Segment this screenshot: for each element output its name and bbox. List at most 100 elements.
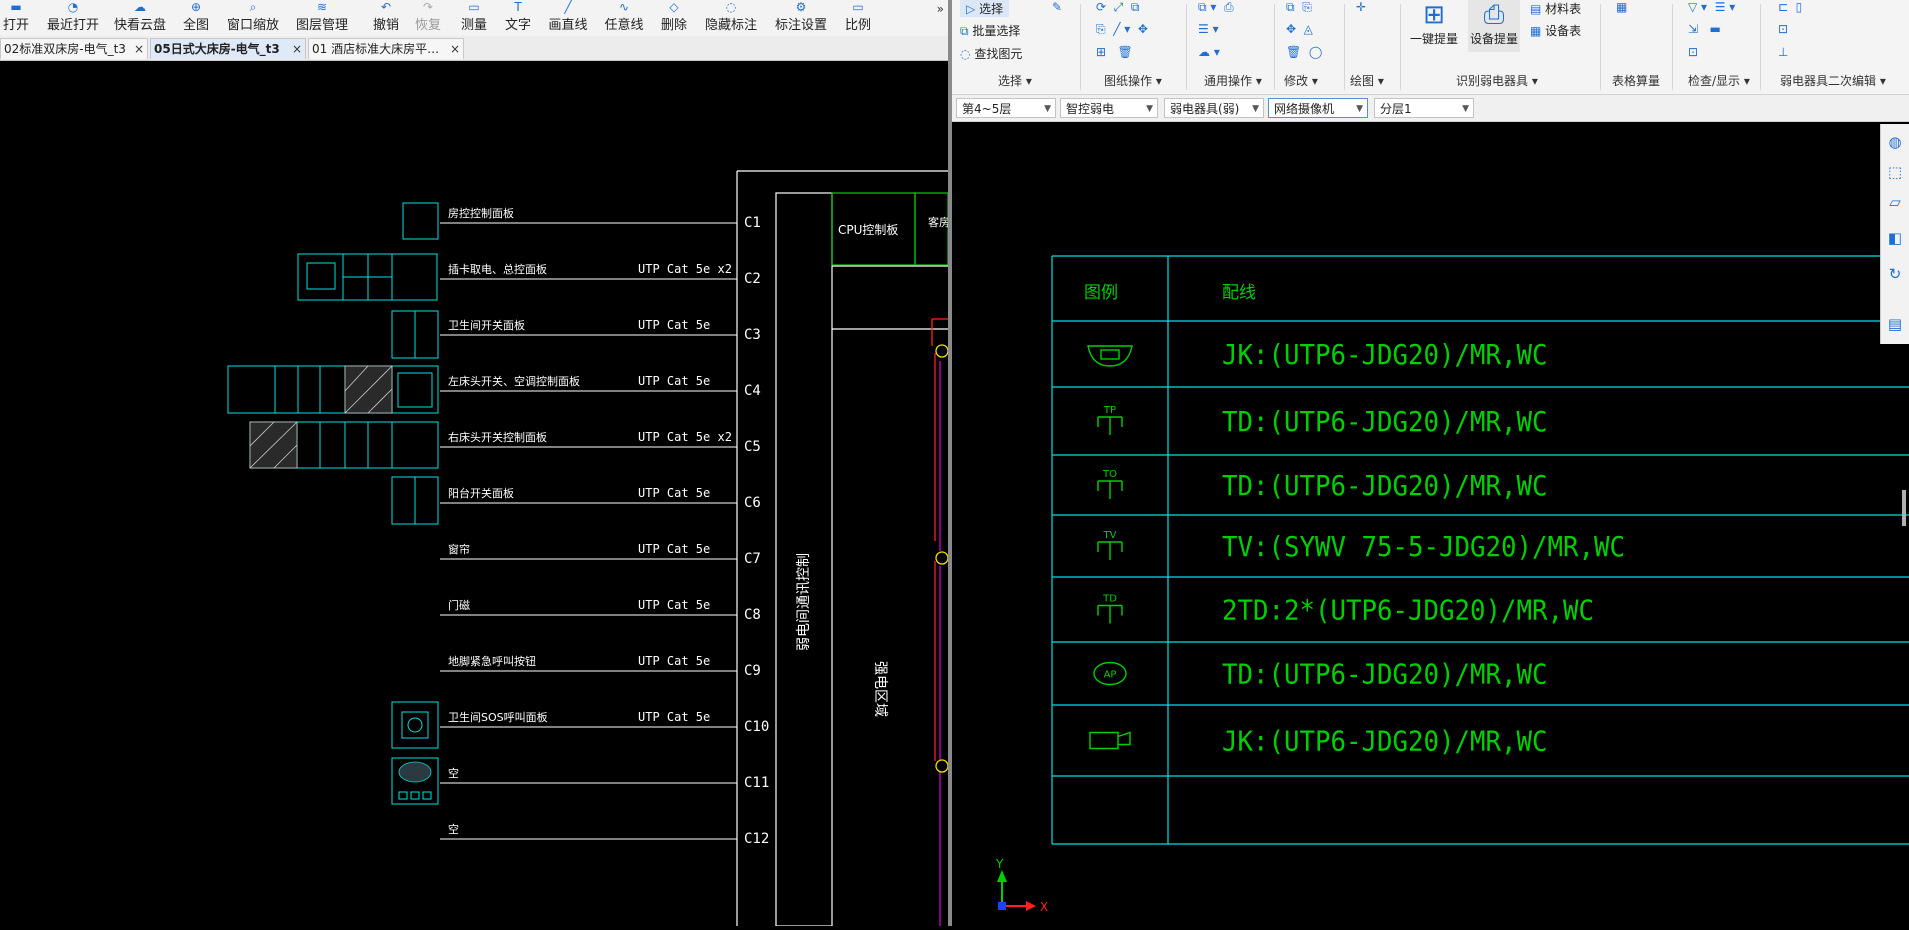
find-icon: ◌: [960, 47, 971, 61]
rotate-view-icon[interactable]: ↻: [1888, 265, 1902, 283]
drawing-op-tools-3[interactable]: ⊞ 🗑: [1096, 45, 1133, 59]
category-select[interactable]: 弱电器具(弱)▼: [1164, 98, 1264, 118]
orbit-icon[interactable]: ◍: [1888, 133, 1902, 151]
delete-button[interactable]: ◇删除: [658, 0, 690, 36]
panel-symbol-c9: [391, 701, 439, 749]
polyline-icon: ∿: [618, 0, 630, 14]
check-tools-2[interactable]: ⇲ ▬: [1688, 22, 1721, 36]
device-symbols: [227, 202, 439, 805]
panel-name-label: 右床头开关控制面板: [448, 430, 547, 444]
scroll-handle[interactable]: [1902, 490, 1906, 526]
legend-table-grid: [1051, 255, 1909, 845]
chevron-down-icon: ▼: [1356, 104, 1363, 114]
panel-name-label: 左床头开关、空调控制面板: [448, 374, 580, 388]
hide-annotation-button[interactable]: ◌隐藏标注: [702, 0, 760, 36]
undo-button[interactable]: ↶撤销: [370, 0, 402, 36]
legend-symbol-text: TP: [1103, 405, 1116, 416]
cable-spec-label: UTP Cat 5e: [638, 318, 710, 332]
outlet-tv-icon: [1097, 541, 1123, 560]
cable-spec-label: UTP Cat 5e x2: [638, 430, 732, 444]
cube-icon[interactable]: ▱: [1889, 193, 1901, 211]
fit-all-icon: ⊕: [190, 0, 202, 14]
junction-marker: [935, 344, 948, 358]
junction-markers: [935, 344, 948, 773]
drawing-op-tools[interactable]: ⟳ ⤢ ⧉: [1096, 0, 1139, 15]
table-takeoff-tool[interactable]: ▦: [1616, 0, 1627, 14]
check-tools[interactable]: ▽ ▾ ☰ ▾: [1688, 0, 1735, 14]
general-op-tools[interactable]: ⧉ ▾ ⎙: [1198, 0, 1234, 15]
cloud-drive-button[interactable]: ☁快看云盘: [113, 0, 166, 33]
doc-tab-1[interactable]: 02标准双床房-电气_t3×: [0, 38, 148, 59]
legend-wiring-text: TD:(UTP6-JDG20)/MR,WC: [1222, 658, 1548, 691]
discipline-select[interactable]: 智控弱电▼: [1060, 98, 1158, 118]
edit-tools[interactable]: ⊏ ▯: [1778, 0, 1802, 14]
layers-icon: ≋: [316, 0, 328, 14]
scale-button[interactable]: ▭比例: [842, 0, 874, 36]
annotation-settings-button[interactable]: ⚙标注设置: [772, 0, 830, 36]
redo-button[interactable]: ↷恢复: [412, 0, 444, 36]
chevron-down-icon: ▼: [1462, 104, 1469, 114]
device-takeoff-button[interactable]: ⎙设备提量: [1468, 0, 1520, 52]
folder-open-icon: ▬: [10, 0, 22, 14]
check-tools-3[interactable]: ⊡: [1688, 45, 1698, 59]
eyedropper-button[interactable]: ✎: [1052, 0, 1062, 14]
close-icon[interactable]: ×: [291, 42, 302, 56]
edit-tools-3[interactable]: ⊥: [1778, 45, 1788, 59]
settings-panel-icon[interactable]: ▤: [1887, 315, 1903, 333]
layer-copy-icon: ⧉ ▾ ⎙: [1198, 0, 1234, 14]
recent-open-button[interactable]: ◔最近打开: [44, 0, 102, 36]
close-icon[interactable]: ×: [133, 42, 144, 56]
find-element-button[interactable]: ◌ 查找图元: [960, 47, 1023, 61]
edit-tools-2[interactable]: ⊡: [1778, 22, 1788, 36]
open-button[interactable]: ▬打开: [0, 0, 32, 36]
measure-button[interactable]: ▭测量: [458, 0, 490, 36]
type-select[interactable]: 网络摄像机▼: [1268, 98, 1368, 118]
legend-header-wiring: 配线: [1222, 283, 1256, 303]
draw-tool[interactable]: ✛: [1356, 0, 1366, 14]
legend-wiring-text: TD:(UTP6-JDG20)/MR,WC: [1222, 405, 1548, 438]
doc-tab-3[interactable]: 01 酒店标准大床房平…×: [308, 38, 464, 59]
draw-line-button[interactable]: ╱画直线: [546, 0, 590, 36]
legend-rows: JK:(UTP6-JDG20)/MR,WCTD:(UTP6-JDG20)/MR,…: [1087, 338, 1625, 758]
toolbar-overflow-button[interactable]: »: [936, 2, 944, 16]
dome-shape: [1087, 345, 1133, 367]
floor-select[interactable]: 第4~5层▼: [956, 98, 1056, 118]
delete-icon: 🗑 ◯: [1286, 45, 1323, 59]
channel-code-label: C2: [744, 271, 761, 287]
cable-spec-label: UTP Cat 5e: [638, 486, 710, 500]
layer-select[interactable]: 分层1▼: [1374, 98, 1474, 118]
outlet-shape: [1097, 416, 1123, 435]
close-icon[interactable]: ×: [449, 42, 460, 56]
panel-symbol-c3: [391, 310, 439, 359]
panel-name-label: 空: [448, 822, 459, 836]
one-click-takeoff-button[interactable]: ⊞一键提量: [1409, 0, 1458, 46]
material-table-button[interactable]: ▤ 材料表: [1530, 2, 1582, 16]
general-op-tools-2[interactable]: ☰ ▾: [1198, 22, 1219, 36]
layer-manager-button[interactable]: ≋图层管理: [292, 0, 352, 36]
panel-name-label: 卫生间SOS呼叫面板: [448, 710, 548, 724]
general-op-tools-3[interactable]: ☁ ▾: [1198, 45, 1220, 59]
view-3d-icon[interactable]: ⬚: [1887, 163, 1903, 181]
device-table-button[interactable]: ▦ 设备表: [1530, 24, 1582, 38]
modify-tools-2[interactable]: ✥ ◬: [1286, 22, 1313, 36]
chevron-down-icon: ▼: [1146, 104, 1153, 114]
select-button[interactable]: ▷ 选择: [960, 0, 1010, 17]
cable-spec-label: UTP Cat 5e: [638, 542, 710, 556]
modify-tools-3[interactable]: 🗑 ◯: [1286, 45, 1322, 59]
cable-spec-label: UTP Cat 5e: [638, 598, 710, 612]
box-view-icon[interactable]: ◧: [1887, 229, 1903, 247]
drawing-op-tools-2[interactable]: ⎘ ╱ ▾ ✥: [1096, 22, 1148, 37]
zoom-window-button[interactable]: ⌕窗口缩放: [224, 0, 282, 36]
fit-all-button[interactable]: ⊕全图: [178, 0, 214, 36]
polyline-button[interactable]: ∿任意线: [602, 0, 646, 36]
doc-tab-2[interactable]: 05日式大床房-电气_t3×: [150, 38, 306, 59]
batch-select-button[interactable]: ⧉ 批量选择: [960, 24, 1021, 38]
split-divider[interactable]: [948, 0, 952, 926]
legend-drawing: 图例 配线 JK:(UTP6-JDG20)/MR,WCTD:(UTP6-JDG2…: [995, 255, 1909, 914]
text-icon: T: [514, 0, 522, 14]
modify-tools[interactable]: ⧉ ⎘: [1286, 0, 1312, 15]
